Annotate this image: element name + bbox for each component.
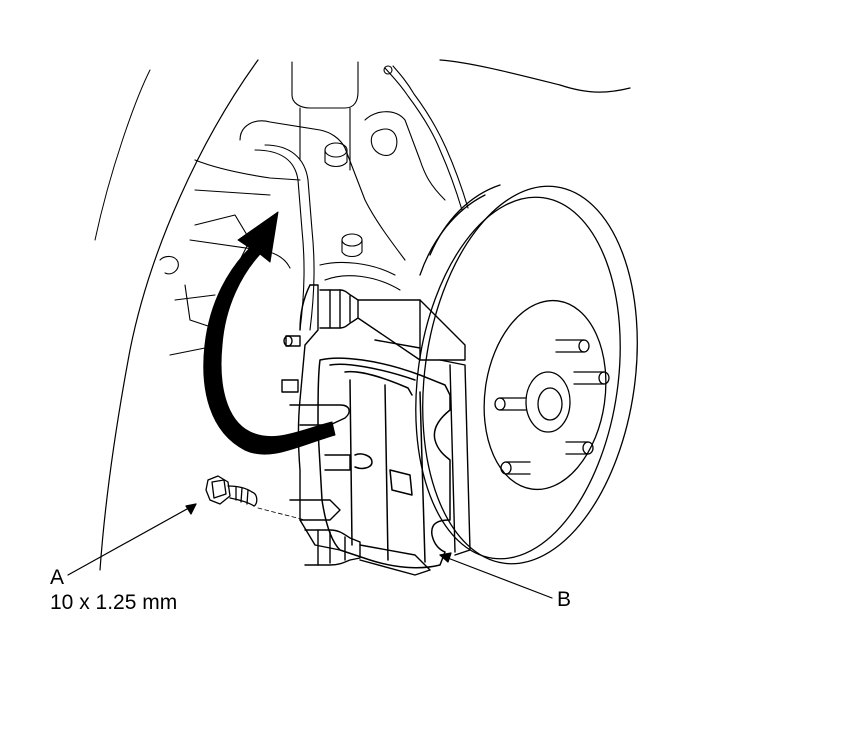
callout-label-a: A xyxy=(50,566,65,589)
leader-arrowhead-a xyxy=(185,503,197,515)
leader-lines xyxy=(67,503,553,599)
caliper-bracket xyxy=(281,284,471,576)
leader-line-a xyxy=(67,503,197,576)
callout-spec-a: 10 x 1.25 mm xyxy=(50,591,178,614)
leader-arrowhead-b xyxy=(439,552,452,563)
brake-pad xyxy=(317,357,451,569)
wheel-studs xyxy=(494,339,610,475)
suspension-assembly xyxy=(159,61,446,356)
leader-line-b xyxy=(439,554,553,599)
caliper-bolt xyxy=(205,475,306,521)
brake-rotor xyxy=(415,184,638,565)
callout-label-b: B xyxy=(557,588,572,611)
pivot-arrow xyxy=(203,211,336,455)
fender-outline xyxy=(94,59,631,571)
brake-hose xyxy=(254,65,469,331)
